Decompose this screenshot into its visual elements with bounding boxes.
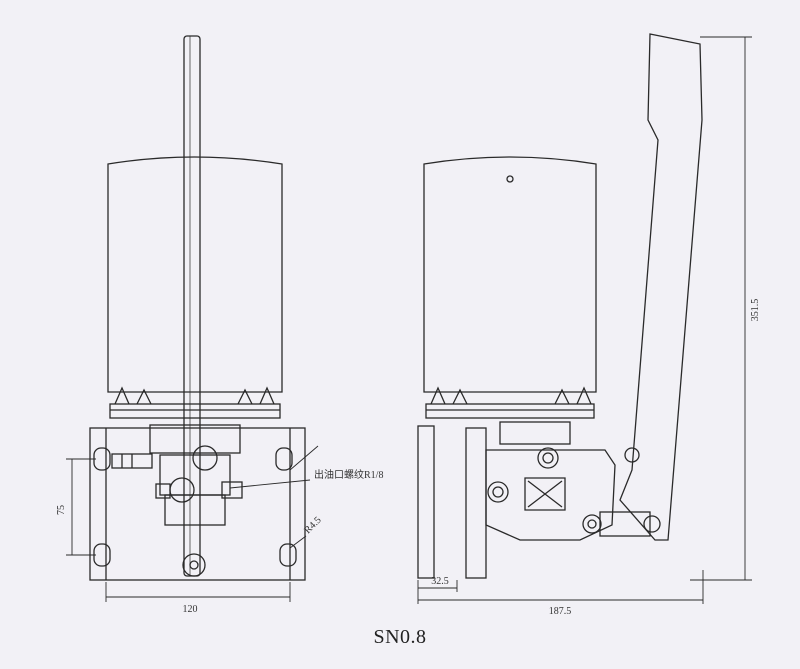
front-reservoir-base: [109, 403, 281, 419]
side-lever: [619, 33, 703, 541]
outlet-offset-dimension: 32.5: [431, 576, 449, 587]
side-pump-body: [499, 421, 571, 445]
mount-slot: [279, 543, 297, 567]
mount-slot: [275, 447, 293, 471]
side-reservoir: [423, 156, 597, 393]
side-depth-dimension: 187.5: [549, 606, 572, 617]
mount-slot: [93, 543, 111, 567]
side-view: [417, 33, 703, 579]
front-pump-body: [149, 424, 241, 454]
outlet-thread-label: 出油口螺纹R1/8: [314, 468, 383, 481]
front-dimensions: [66, 458, 291, 602]
side-height-dimension: 351.5: [750, 299, 761, 322]
model-label: SN0.8: [373, 626, 427, 648]
mount-slot: [93, 447, 111, 471]
side-mount-plate: [417, 425, 435, 579]
front-mount-plate: [89, 427, 306, 581]
side-reservoir-base: [425, 403, 595, 419]
hole-spacing-dimension: 75: [56, 505, 67, 515]
side-dimensions: [417, 36, 752, 604]
front-width-dimension: 120: [183, 604, 198, 615]
front-reservoir: [107, 156, 283, 393]
front-feet: [114, 386, 275, 405]
front-view: [89, 35, 319, 581]
